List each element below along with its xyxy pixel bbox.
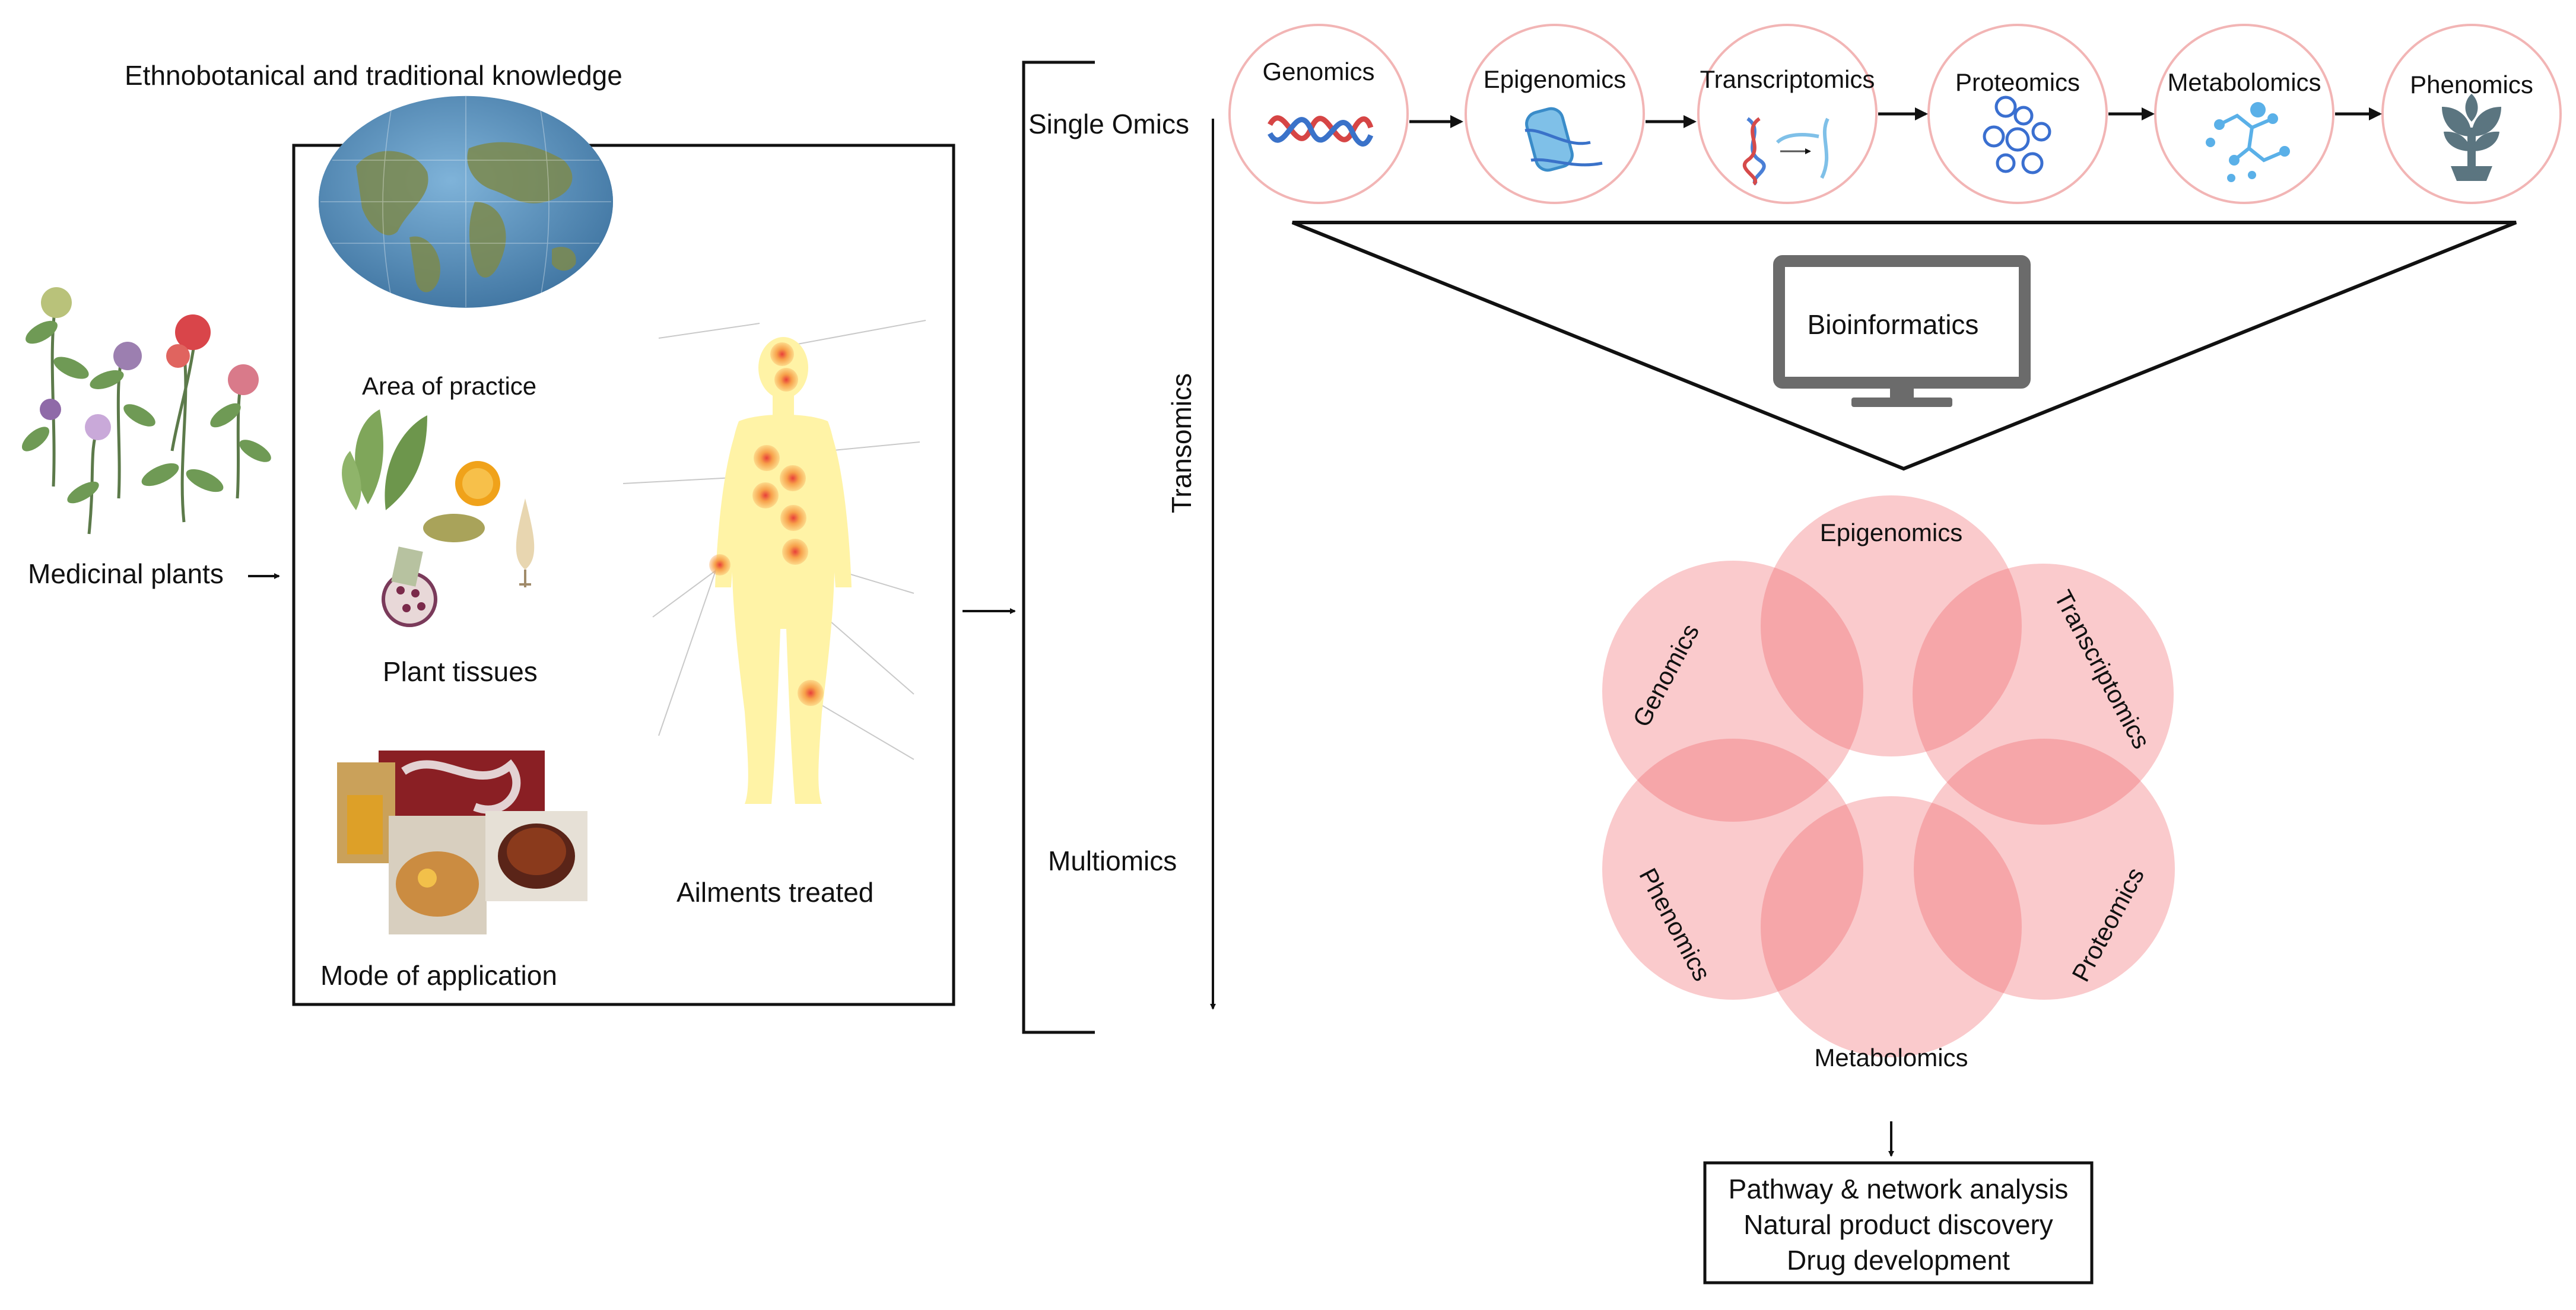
ethnobotanical-heading: Ethnobotanical and traditional knowledge — [125, 60, 622, 91]
stage-label: Genomics — [1262, 58, 1374, 85]
stage-circle — [1697, 24, 1878, 204]
stage-proteomics: Proteomics — [1927, 24, 2108, 204]
stage-circle — [2154, 24, 2334, 204]
stage-transcriptomics: Transcriptomics — [1697, 24, 1878, 204]
stage-label: Metabolomics — [2167, 68, 2321, 96]
outcome-natural-product-discovery: Natural product discovery — [1743, 1209, 2053, 1240]
venn-circle-epigenomics — [1761, 495, 2022, 756]
monitor-icon — [1773, 255, 2031, 407]
stage-epigenomics: Epigenomics — [1465, 24, 1645, 204]
protein-cluster-icon — [1983, 96, 2051, 174]
transomics-label: Transomics — [1166, 373, 1197, 513]
world-map-icon — [319, 96, 613, 308]
outcome-pathway-analysis: Pathway & network analysis — [1729, 1174, 2069, 1204]
venn-label-metabolomics: Metabolomics — [1814, 1044, 1968, 1071]
stage-circle — [1927, 24, 2108, 204]
mode-of-application-label: Mode of application — [320, 960, 557, 991]
stage-label: Proteomics — [1955, 68, 2080, 96]
rna-transcription-icon — [1742, 117, 1829, 186]
stage-label: Epigenomics — [1484, 65, 1626, 93]
stage-phenomics: Phenomics — [2381, 24, 2562, 204]
plant-tissues-label: Plant tissues — [383, 656, 538, 687]
venn-circle-transcriptomics — [1913, 564, 2174, 825]
venn-circle-genomics — [1602, 561, 1863, 822]
integration-funnel — [1291, 221, 2517, 471]
bioinformatics-label: Bioinformatics — [1808, 309, 1979, 340]
single-omics-label: Single Omics — [1028, 109, 1189, 139]
outcomes-box — [1703, 1161, 2094, 1284]
medicinal-plants-illustration — [21, 287, 271, 535]
stage-metabolomics: Metabolomics — [2154, 24, 2334, 204]
multiomics-label: Multiomics — [1048, 845, 1177, 876]
area-of-practice-label: Area of practice — [362, 372, 536, 400]
stage-genomics: Genomics — [1228, 24, 1409, 204]
nucleosome-icon — [1524, 107, 1603, 172]
plant-sprout-icon — [2442, 94, 2501, 181]
human-body-figure — [622, 320, 926, 804]
medicinal-plants-label: Medicinal plants — [28, 558, 224, 589]
venn-circle-metabolomics — [1761, 796, 2022, 1057]
venn-circle-phenomics — [1602, 739, 1863, 1000]
mode-of-application-photos — [337, 751, 587, 934]
venn-label-epigenomics: Epigenomics — [1820, 519, 1962, 546]
outcome-drug-development: Drug development — [1787, 1245, 2010, 1276]
ailments-treated-label: Ailments treated — [676, 877, 874, 908]
stage-circle — [1228, 24, 1409, 204]
dna-helix-icon — [1268, 115, 1374, 147]
omics-bracket — [1022, 61, 1095, 1034]
stage-flow-arrows — [1409, 107, 2382, 128]
stage-label: Transcriptomics — [1700, 65, 1875, 93]
knowledge-panel-box — [292, 144, 955, 1006]
molecule-icon — [2206, 102, 2290, 182]
multiomics-venn — [1602, 495, 2175, 1057]
plant-tissues-illustration — [342, 409, 535, 627]
venn-circle-proteomics — [1914, 739, 2175, 1000]
